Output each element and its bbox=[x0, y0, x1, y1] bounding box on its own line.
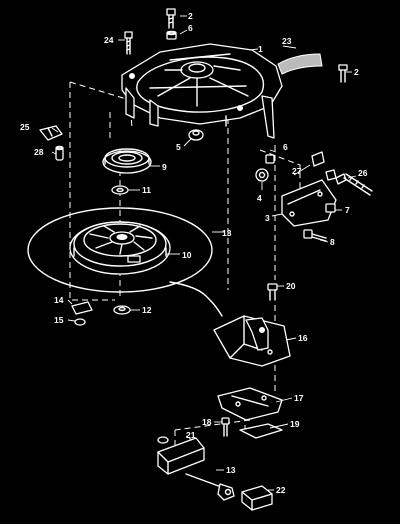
bushing-5 bbox=[188, 129, 204, 141]
callout-10: 10 bbox=[182, 250, 192, 260]
handle-bracket-16 bbox=[213, 315, 291, 367]
nut-6-top bbox=[166, 30, 177, 40]
callout-24: 24 bbox=[104, 35, 114, 45]
callout-7: 7 bbox=[345, 205, 350, 215]
bolt-2-top bbox=[166, 8, 176, 29]
guide-plate-17 bbox=[217, 387, 283, 421]
callout-6-top: 6 bbox=[188, 23, 193, 33]
callout-16: 16 bbox=[298, 333, 308, 343]
screw-15 bbox=[74, 318, 86, 326]
callout-28: 28 bbox=[34, 147, 44, 157]
pin-28 bbox=[55, 145, 64, 161]
decal-strip bbox=[277, 53, 323, 75]
callout-9: 9 bbox=[162, 162, 167, 172]
pulley-10 bbox=[69, 221, 171, 275]
callout-1: 1 bbox=[258, 44, 263, 54]
part-callouts: 1 2 2 3 4 5 6 6 7 8 9 10 11 12 13 13 14 … bbox=[20, 11, 368, 495]
starter-housing bbox=[121, 43, 283, 139]
pawl-14 bbox=[71, 301, 93, 315]
callout-20: 20 bbox=[286, 281, 296, 291]
callout-21: 21 bbox=[186, 430, 196, 440]
bolt-26 bbox=[335, 173, 373, 196]
rope-retainer-22 bbox=[241, 485, 273, 511]
callout-26: 26 bbox=[358, 168, 368, 178]
washer-4 bbox=[255, 168, 269, 182]
callout-6-right: 6 bbox=[283, 142, 288, 152]
callout-13-end: 13 bbox=[226, 465, 236, 475]
screw-20 bbox=[267, 283, 278, 301]
callout-25: 25 bbox=[20, 122, 30, 132]
nut-12 bbox=[113, 305, 131, 315]
starter-rope-loop bbox=[27, 207, 223, 317]
bolt-24 bbox=[124, 31, 133, 55]
callout-3: 3 bbox=[265, 213, 270, 223]
spacer-6-right bbox=[265, 154, 275, 164]
nut-7 bbox=[325, 203, 336, 213]
callout-4: 4 bbox=[257, 193, 262, 203]
handle-grip-21 bbox=[157, 436, 205, 475]
callout-13-rope: 13 bbox=[222, 228, 232, 238]
cam-25 bbox=[39, 125, 63, 141]
gasket-19 bbox=[239, 423, 283, 439]
bracket-plate-3 bbox=[281, 179, 337, 227]
callout-15: 15 bbox=[54, 315, 64, 325]
callout-17: 17 bbox=[294, 393, 304, 403]
callout-23: 23 bbox=[282, 36, 292, 46]
callout-11: 11 bbox=[142, 185, 151, 195]
callout-18: 18 bbox=[202, 417, 212, 427]
callout-12: 12 bbox=[142, 305, 152, 315]
recoil-spring-9 bbox=[102, 148, 152, 174]
callout-8: 8 bbox=[330, 237, 335, 247]
bolt-2-right bbox=[338, 64, 348, 83]
bracket-27 bbox=[311, 151, 337, 181]
rope-end-13 bbox=[185, 473, 235, 501]
screw-18 bbox=[221, 417, 230, 437]
washer-11 bbox=[111, 185, 129, 195]
callout-2-right: 2 bbox=[354, 67, 359, 77]
callout-14: 14 bbox=[54, 295, 64, 305]
callout-22: 22 bbox=[276, 485, 286, 495]
callout-2-top: 2 bbox=[188, 11, 193, 21]
screw-8 bbox=[303, 229, 327, 242]
callout-5: 5 bbox=[176, 142, 181, 152]
callout-27: 27 bbox=[292, 166, 302, 176]
leader-lines bbox=[51, 15, 357, 491]
callout-19: 19 bbox=[290, 419, 300, 429]
